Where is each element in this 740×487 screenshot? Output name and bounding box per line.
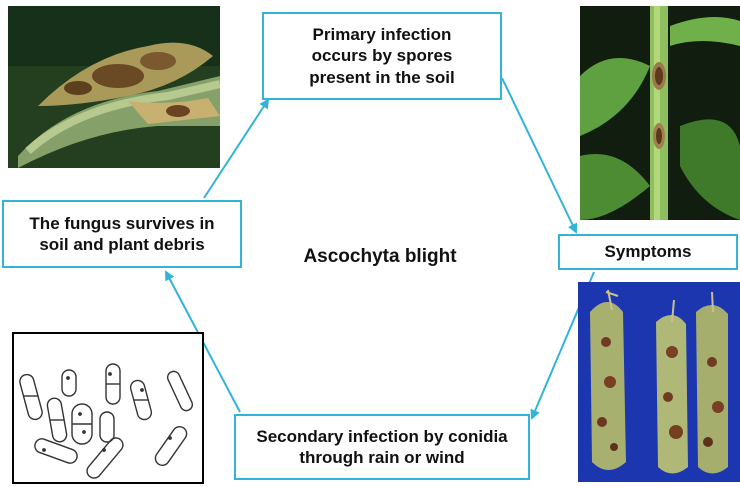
infected-pods-photo [578, 282, 740, 482]
primary-infection-box: Primary infection occurs by spores prese… [262, 12, 502, 100]
fungus-survives-box: The fungus survives in soil and plant de… [2, 200, 242, 268]
diagram-center-title: Ascochyta blight [260, 246, 500, 268]
fungus-survives-text: The fungus survives in soil and plant de… [29, 213, 214, 256]
secondary-infection-box: Secondary infection by conidia through r… [234, 414, 530, 480]
symptoms-box: Symptoms [558, 234, 738, 270]
infected-stem-photo [580, 6, 740, 220]
primary-infection-text: Primary infection occurs by spores prese… [309, 24, 454, 88]
secondary-infection-text: Secondary infection by conidia through r… [256, 426, 507, 469]
infected-leaf-photo [8, 6, 220, 168]
arrow-primary-to-symptoms [502, 78, 576, 232]
conidia-drawing [12, 332, 204, 484]
symptoms-text: Symptoms [605, 241, 692, 262]
